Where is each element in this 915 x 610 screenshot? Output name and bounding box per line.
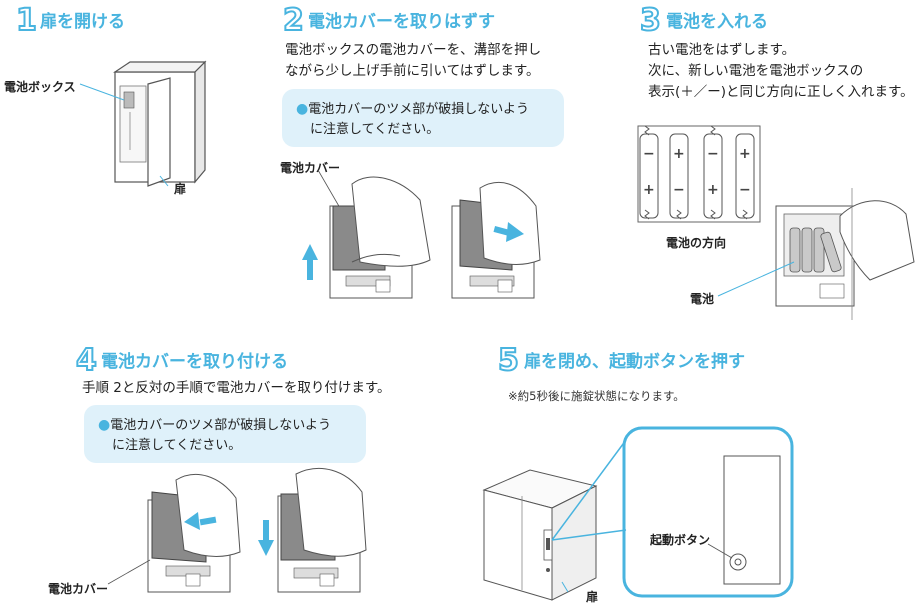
battery-2-bottom-minus: − (673, 182, 685, 198)
battery-3-bottom-plus: + (707, 182, 719, 198)
battery-box-label: 電池ボックス (4, 80, 76, 94)
step-5-title: 扉を閉め、起動ボタンを押す (524, 352, 745, 372)
bullet-icon: ● (98, 417, 111, 433)
bullet-icon: ● (296, 101, 309, 117)
start-button-label: 起動ボタン (650, 533, 711, 547)
battery-cover-label-step2: 電池カバー (280, 161, 341, 175)
step-3-text-line-1: 古い電池をはずします。 (648, 42, 796, 58)
battery-label: 電池 (690, 292, 715, 306)
step-2-text-line-1: 電池ボックスの電池カバーを、溝部を押し (285, 42, 542, 58)
step-1-number: 1 (15, 3, 38, 38)
battery-1-top-minus: − (643, 146, 655, 162)
door-label-step1: 扉 (174, 182, 187, 196)
step-4-number: 4 (75, 343, 98, 378)
step-3-title: 電池を入れる (666, 12, 768, 32)
step-2-number: 2 (282, 3, 305, 38)
battery-1-bottom-plus: + (643, 182, 655, 198)
step-5-number: 5 (497, 343, 520, 378)
step-2-note-line-1: 電池カバーのツメ部が破損しないよう (308, 102, 529, 117)
step-2-title: 電池カバーを取りはずす (308, 12, 495, 32)
step-3-text-line-2: 次に、新しい電池を電池ボックスの (648, 63, 864, 79)
step-3-number: 3 (639, 3, 662, 38)
step-2-note-line-2: に注意してください。 (310, 122, 440, 137)
battery-4-bottom-minus: − (739, 182, 751, 198)
step-2-caution-note: ●電池カバーのツメ部が破損しないよう に注意してください。 (282, 89, 564, 147)
step-3-text-line-3: 表示(＋／ー)と同じ方向に正しく入れます。 (648, 84, 914, 100)
battery-4-top-plus: + (739, 146, 751, 162)
step-1-title: 扉を開ける (40, 12, 125, 32)
battery-2-top-plus: + (673, 146, 685, 162)
step-4-note-line-2: に注意してください。 (112, 438, 242, 453)
door-label-step5: 扉 (586, 590, 599, 604)
step-2-text-line-2: ながら少し上げ手前に引いてはずします。 (285, 63, 540, 79)
battery-cover-label-step4: 電池カバー (48, 582, 109, 596)
step-4-caution-note: ●電池カバーのツメ部が破損しないよう に注意してください。 (84, 405, 366, 463)
battery-direction-label: 電池の方向 (666, 236, 727, 250)
step-4-note-line-1: 電池カバーのツメ部が破損しないよう (110, 418, 331, 433)
step-4-text-line-1: 手順 2と反対の手順で電池カバーを取り付けます。 (82, 380, 391, 396)
battery-3-top-minus: − (707, 146, 719, 162)
step-5-note-text: ※約5秒後に施錠状態になります。 (508, 389, 685, 403)
step-4-title: 電池カバーを取り付ける (101, 352, 288, 372)
